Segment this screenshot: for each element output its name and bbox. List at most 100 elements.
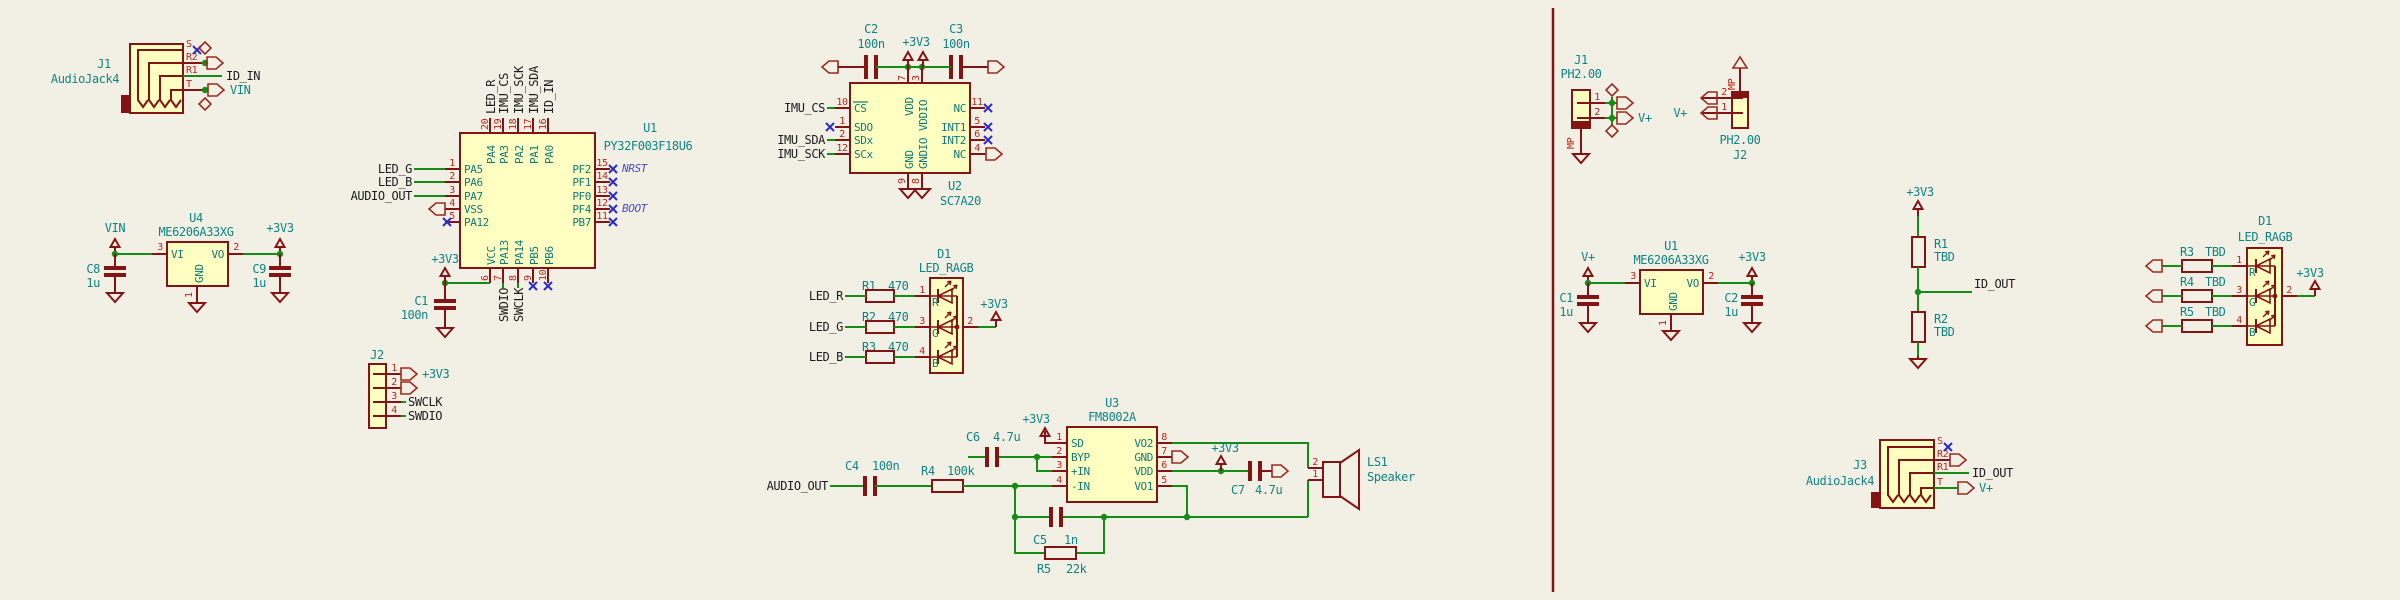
component-u1-mcu[interactable]: U1 PY32F003F18U6 20 19 18 17 16 LED_R IM… xyxy=(351,65,693,322)
gnd-symbol-icon xyxy=(1909,355,1927,369)
component-j1-audiojack[interactable]: J1 AudioJack4 S R2 R1 T ID_IN VIN xyxy=(51,39,261,114)
gnd-symbol-icon xyxy=(1743,319,1761,333)
net-label-swdio: SWDIO xyxy=(408,409,442,423)
no-connect-icon xyxy=(825,122,835,132)
up-flag-icon xyxy=(1731,55,1749,69)
component-rd1-led-ragb[interactable]: D1 LED_RAGB R G B 1 3 4 2 +3V3 xyxy=(2232,214,2324,346)
r5-body[interactable] xyxy=(1044,546,1077,560)
component-ls1-speaker[interactable]: 2 1 LS1 Speaker xyxy=(1308,448,1415,511)
rr1-body[interactable] xyxy=(1911,236,1926,268)
u3-body[interactable] xyxy=(1066,426,1158,503)
rd1-pin4-num: 4 xyxy=(2236,315,2242,326)
u1-pin-pa13: PA13 xyxy=(498,240,511,265)
u3-pin5-num: 5 xyxy=(1161,475,1167,486)
component-u2-accelerometer[interactable]: +3V3 7 3 VDD VDDIO 10 1 2 12 CS SDO SDx … xyxy=(777,35,1003,208)
component-u3-amplifier[interactable]: U3 FM8002A 1 2 3 4 SD BYP +IN -IN 8 7 6 … xyxy=(767,396,1309,576)
rr4-body[interactable] xyxy=(2181,289,2213,303)
u2-value: SC7A20 xyxy=(940,194,981,208)
net-label-swclk: SWCLK xyxy=(408,395,443,409)
component-c3[interactable]: C3 100n xyxy=(942,22,1005,79)
rj2-pin1-num: 1 xyxy=(1721,102,1727,113)
u4-pin-vi: VI xyxy=(171,248,183,261)
gnd-symbol-icon xyxy=(899,185,917,199)
u1-pin-pf4: PF4 xyxy=(572,203,591,216)
diamond-flag-icon xyxy=(1605,124,1619,138)
component-j2-ph200[interactable]: PH2.00 J2 2 1 V+ MP xyxy=(1673,55,1761,162)
net-label-led-b: LED_B xyxy=(378,175,412,189)
component-j1-ph200[interactable]: J1 PH2.00 1 2 V+ MP xyxy=(1561,53,1652,164)
net-label-imu-sck: IMU_SCK xyxy=(777,147,826,161)
component-id-divider[interactable]: +3V3 R1 TBD ID_OUT R2 TBD xyxy=(1906,185,2016,369)
hier-flag-icon xyxy=(821,60,839,74)
u1-pin8-num: 8 xyxy=(508,275,519,281)
power-arrow-icon xyxy=(2309,280,2321,297)
ls1-value: Speaker xyxy=(1367,470,1415,484)
d1-pin4-num: 4 xyxy=(919,346,925,357)
component-rc1[interactable]: C1 1u xyxy=(1559,283,1599,333)
net-label-id-in: ID_IN xyxy=(226,69,260,83)
j3-pin-r2: R2 xyxy=(1937,449,1949,460)
hier-flag-icon xyxy=(985,147,1003,161)
u2-pin4-num: 4 xyxy=(974,143,980,154)
j2-body[interactable] xyxy=(368,363,387,429)
u1-pin-pa7: PA7 xyxy=(464,190,483,203)
component-u4-regulator[interactable]: U4 ME6206A33XG 3 2 1 VI VO GND VIN +3V3 xyxy=(105,211,294,313)
r4-value: 100k xyxy=(947,464,975,478)
power-arrow-icon xyxy=(1039,427,1051,444)
d1-pin2-num: 2 xyxy=(967,316,973,327)
hier-flag-icon xyxy=(1616,111,1634,125)
power-arrow-icon xyxy=(1215,455,1227,472)
component-j2-header[interactable]: J2 1 2 3 4 +3V3 SWCLK SWDIO xyxy=(368,348,450,429)
u2-body[interactable] xyxy=(849,82,971,174)
u4-body[interactable] xyxy=(166,241,229,287)
net-label-led-g: LED_G xyxy=(378,162,412,176)
component-j3-audiojack[interactable]: J3 AudioJack4 S R2 R1 T ID_OUT V+ xyxy=(1806,436,2014,509)
j1-pin-t: T xyxy=(186,79,192,90)
component-c2[interactable]: C2 100n xyxy=(821,22,885,79)
rj1-pin-mp: MP xyxy=(1566,137,1577,149)
d1-pin1-num: 1 xyxy=(919,285,925,296)
u1-pin-pa14: PA14 xyxy=(513,239,526,265)
u1-pin7-num: 7 xyxy=(493,275,504,281)
j2-ref: J2 xyxy=(370,348,384,362)
alt-label-boot: BOOT xyxy=(622,202,649,215)
ls1-body[interactable] xyxy=(1322,461,1341,498)
power-label-vin: VIN xyxy=(105,221,126,235)
component-rc2[interactable]: C2 1u xyxy=(1724,283,1763,333)
u1-body[interactable] xyxy=(459,132,596,269)
component-c9[interactable]: C9 1u xyxy=(252,254,291,303)
rc1-ref: C1 xyxy=(1559,291,1573,305)
net-label-swdio: SWDIO xyxy=(497,288,511,322)
u1-pin17-num: 17 xyxy=(523,118,534,130)
component-ru1-regulator[interactable]: U1 ME6206A33XG 3 2 1 VI VO GND V+ +3V3 xyxy=(1581,239,1766,341)
u3-pin1-num: 1 xyxy=(1056,432,1062,443)
rj2-value: PH2.00 xyxy=(1720,133,1761,147)
u1-pin-pf2: PF2 xyxy=(572,163,591,176)
u4-pin1-num: 1 xyxy=(184,292,195,298)
net-label-imu-sda: IMU_SDA xyxy=(527,65,541,114)
j2-pin1-num: 1 xyxy=(391,363,397,374)
rr2-body[interactable] xyxy=(1911,311,1926,343)
rr1-ref: R1 xyxy=(1934,237,1948,251)
component-d1-led-ragb[interactable]: D1 LED_RAGB R G B 1 3 4 2 +3V3 xyxy=(915,247,1008,374)
u4-pin3-num: 3 xyxy=(157,242,163,253)
u2-pin-scx: SCx xyxy=(854,148,873,161)
component-c8[interactable]: C8 1u xyxy=(86,254,126,303)
rr5-body[interactable] xyxy=(2181,319,2213,333)
u1-pin15-num: 15 xyxy=(596,158,608,169)
u1-pin-pb7: PB7 xyxy=(572,216,591,229)
j1-contacts xyxy=(137,49,183,109)
hier-flag-icon xyxy=(1949,453,1967,467)
net-label-swclk: SWCLK xyxy=(512,287,526,322)
power-label-vplus: V+ xyxy=(1673,106,1687,120)
rr3-body[interactable] xyxy=(2181,259,2213,273)
u3-pin2-num: 2 xyxy=(1056,446,1062,457)
u1-value: PY32F003F18U6 xyxy=(604,139,693,153)
u1-pin5-num: 5 xyxy=(449,211,455,222)
u2-pin2-num: 2 xyxy=(839,129,845,140)
component-c1[interactable]: C1 100n xyxy=(401,283,456,338)
rd1-pin1-num: 1 xyxy=(2236,255,2242,266)
r4-body[interactable] xyxy=(931,479,964,493)
